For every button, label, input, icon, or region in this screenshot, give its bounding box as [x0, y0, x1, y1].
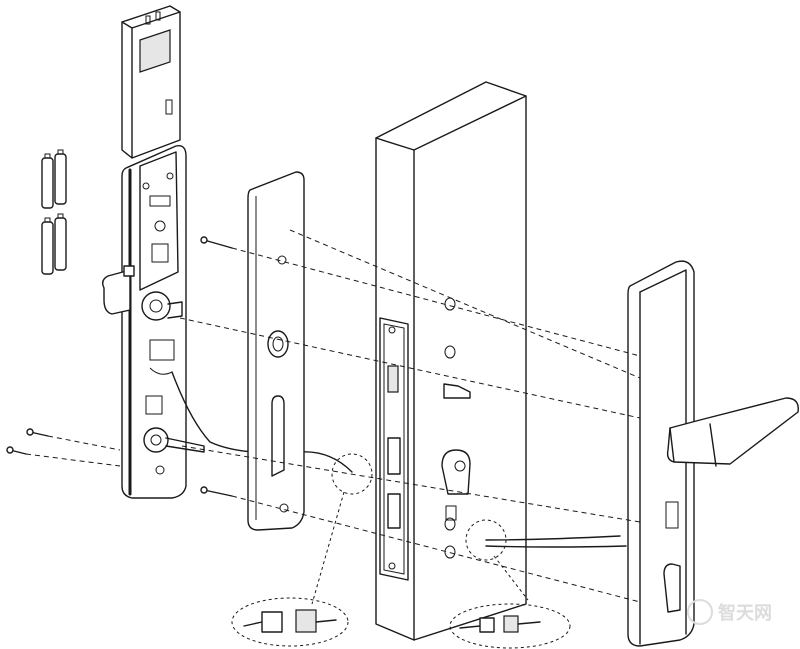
door-leaf: [375, 81, 527, 641]
watermark: 智天网: [687, 599, 772, 625]
battery-cover: [121, 5, 181, 159]
interior-escutcheon-plate: [247, 171, 305, 531]
exterior-lock-panel: [627, 260, 695, 647]
batteries: [41, 149, 67, 275]
alignment-lines: [25, 229, 641, 603]
mortise-lock: [379, 317, 409, 581]
watermark-text: 智天网: [718, 602, 772, 624]
interior-lock-body: [101, 145, 353, 499]
mounting-screws: [6, 236, 233, 497]
watermark-logo-icon: [687, 599, 713, 625]
cable-connector-detail: [231, 453, 627, 649]
lever-handle: [666, 397, 799, 467]
